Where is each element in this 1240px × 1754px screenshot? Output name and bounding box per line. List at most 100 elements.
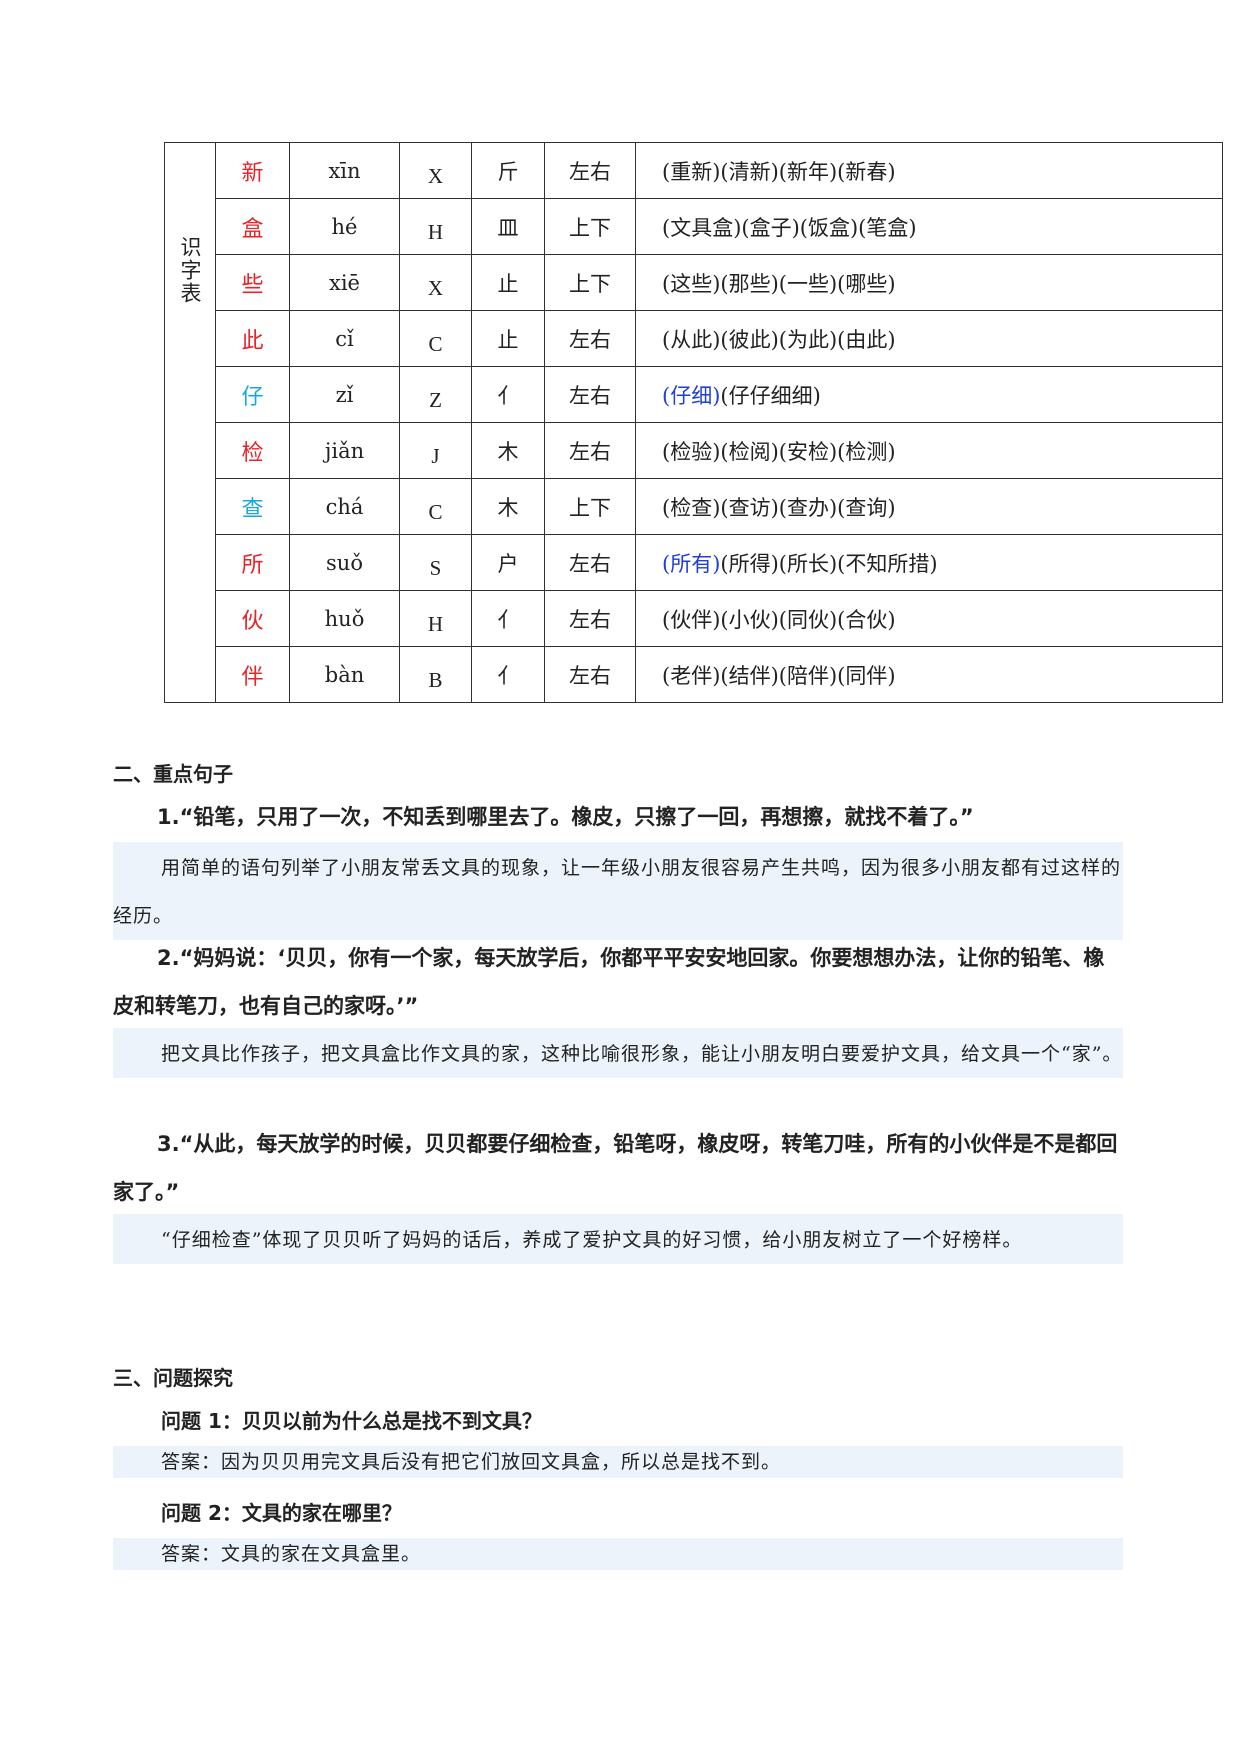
pinyin-cell: chá xyxy=(289,478,400,535)
pinyin-cell: suǒ xyxy=(289,534,400,591)
pinyin-cell: xiē xyxy=(289,254,400,311)
side-label-cell: 识字表 xyxy=(164,142,216,703)
words-cell: (从此)(彼此)(为此)(由此) xyxy=(635,310,1223,367)
pinyin-cell: huǒ xyxy=(289,590,400,647)
char-cell: 仔 xyxy=(215,366,290,423)
key-sentence-1: 1.“铅笔，只用了一次，不知丢到哪里去了。橡皮，只擦了一回，再想擦，就找不着了。… xyxy=(157,805,974,829)
pinyin-cell: bàn xyxy=(289,646,400,703)
answer-2: 答案：文具的家在文具盒里。 xyxy=(113,1538,1123,1570)
words-cell: (老伴)(结伴)(陪伴)(同伴) xyxy=(635,646,1223,703)
word-list: (重新)(清新)(新年)(新春) xyxy=(662,159,896,184)
word-list: (老伴)(结伴)(陪伴)(同伴) xyxy=(662,663,896,688)
char-cell: 伙 xyxy=(215,590,290,647)
char-cell: 盒 xyxy=(215,198,290,255)
initial-letter: C xyxy=(428,500,443,524)
char-cell: 查 xyxy=(215,478,290,535)
words-cell: (仔细)(仔仔细细) xyxy=(635,366,1223,423)
radical-cell: 木 xyxy=(471,422,545,479)
letter-cell: C xyxy=(399,310,472,367)
word-list: (伙伴)(小伙)(同伙)(合伙) xyxy=(662,607,896,632)
word-list: (仔仔细细) xyxy=(720,383,821,408)
initial-letter: C xyxy=(428,332,443,356)
char-cell: 所 xyxy=(215,534,290,591)
letter-cell: H xyxy=(399,590,472,647)
word-list: (这些)(那些)(一些)(哪些) xyxy=(662,271,896,296)
pinyin-cell: hé xyxy=(289,198,400,255)
structure-cell: 左右 xyxy=(544,422,636,479)
sentence-1-analysis: 用简单的语句列举了小朋友常丢文具的现象，让一年级小朋友很容易产生共鸣，因为很多小… xyxy=(113,842,1123,940)
letter-cell: H xyxy=(399,198,472,255)
side-label: 识字表 xyxy=(178,235,202,305)
radical-cell: 亻 xyxy=(471,366,545,423)
initial-letter: Z xyxy=(429,388,442,412)
letter-cell: X xyxy=(399,254,472,311)
letter-cell: B xyxy=(399,646,472,703)
char-cell: 新 xyxy=(215,142,290,199)
words-cell: (这些)(那些)(一些)(哪些) xyxy=(635,254,1223,311)
structure-cell: 左右 xyxy=(544,646,636,703)
structure-cell: 左右 xyxy=(544,310,636,367)
words-cell: (检查)(查访)(查办)(查询) xyxy=(635,478,1223,535)
radical-cell: 斤 xyxy=(471,142,545,199)
char-cell: 伴 xyxy=(215,646,290,703)
words-cell: (检验)(检阅)(安检)(检测) xyxy=(635,422,1223,479)
word-list: (检验)(检阅)(安检)(检测) xyxy=(662,439,896,464)
initial-letter: H xyxy=(427,220,444,244)
radical-cell: 亻 xyxy=(471,590,545,647)
key-sentence-3: 3.“从此，每天放学的时候，贝贝都要仔细检查，铅笔呀，橡皮呀，转笔刀哇，所有的小… xyxy=(113,1132,1118,1204)
pinyin-cell: cǐ xyxy=(289,310,400,367)
word-list: (文具盒)(盒子)(饭盒)(笔盒) xyxy=(662,215,917,240)
initial-letter: X xyxy=(427,276,444,300)
section-2-title: 二、重点句子 xyxy=(113,762,233,786)
pinyin-cell: jiǎn xyxy=(289,422,400,479)
structure-cell: 左右 xyxy=(544,590,636,647)
key-sentence-2: 2.“妈妈说：‘贝贝，你有一个家，每天放学后，你都平平安安地回家。你要想想办法，… xyxy=(113,946,1105,1018)
sentence-2-analysis: 把文具比作孩子，把文具盒比作文具的家，这种比喻很形象，能让小朋友明白要爱护文具，… xyxy=(113,1028,1123,1078)
word-list: (检查)(查访)(查办)(查询) xyxy=(662,495,896,520)
radical-cell: 止 xyxy=(471,254,545,311)
structure-cell: 上下 xyxy=(544,478,636,535)
structure-cell: 左右 xyxy=(544,534,636,591)
letter-cell: J xyxy=(399,422,472,479)
letter-cell: S xyxy=(399,534,472,591)
section-3-title: 三、问题探究 xyxy=(113,1366,233,1390)
structure-cell: 左右 xyxy=(544,366,636,423)
char-cell: 检 xyxy=(215,422,290,479)
radical-cell: 止 xyxy=(471,310,545,367)
structure-cell: 上下 xyxy=(544,198,636,255)
radical-cell: 木 xyxy=(471,478,545,535)
initial-letter: J xyxy=(431,444,440,468)
structure-cell: 上下 xyxy=(544,254,636,311)
radical-cell: 皿 xyxy=(471,198,545,255)
initial-letter: X xyxy=(427,164,444,188)
letter-cell: C xyxy=(399,478,472,535)
words-cell: (重新)(清新)(新年)(新春) xyxy=(635,142,1223,199)
sentence-3-analysis: “仔细检查”体现了贝贝听了妈妈的话后，养成了爱护文具的好习惯，给小朋友树立了一个… xyxy=(113,1214,1123,1264)
question-1: 问题 1：贝贝以前为什么总是找不到文具？ xyxy=(161,1409,542,1433)
initial-letter: S xyxy=(429,556,442,580)
char-cell: 些 xyxy=(215,254,290,311)
initial-letter: B xyxy=(428,668,443,692)
char-cell: 此 xyxy=(215,310,290,367)
highlighted-word: (所有) xyxy=(662,551,721,576)
word-list: (所得)(所长)(不知所措) xyxy=(720,551,938,576)
pinyin-cell: xīn xyxy=(289,142,400,199)
initial-letter: H xyxy=(427,612,444,636)
word-list: (从此)(彼此)(为此)(由此) xyxy=(662,327,896,352)
structure-cell: 左右 xyxy=(544,142,636,199)
words-cell: (所有)(所得)(所长)(不知所措) xyxy=(635,534,1223,591)
words-cell: (文具盒)(盒子)(饭盒)(笔盒) xyxy=(635,198,1223,255)
radical-cell: 户 xyxy=(471,534,545,591)
highlighted-word: (仔细) xyxy=(662,383,721,408)
question-2: 问题 2：文具的家在哪里？ xyxy=(161,1501,402,1525)
